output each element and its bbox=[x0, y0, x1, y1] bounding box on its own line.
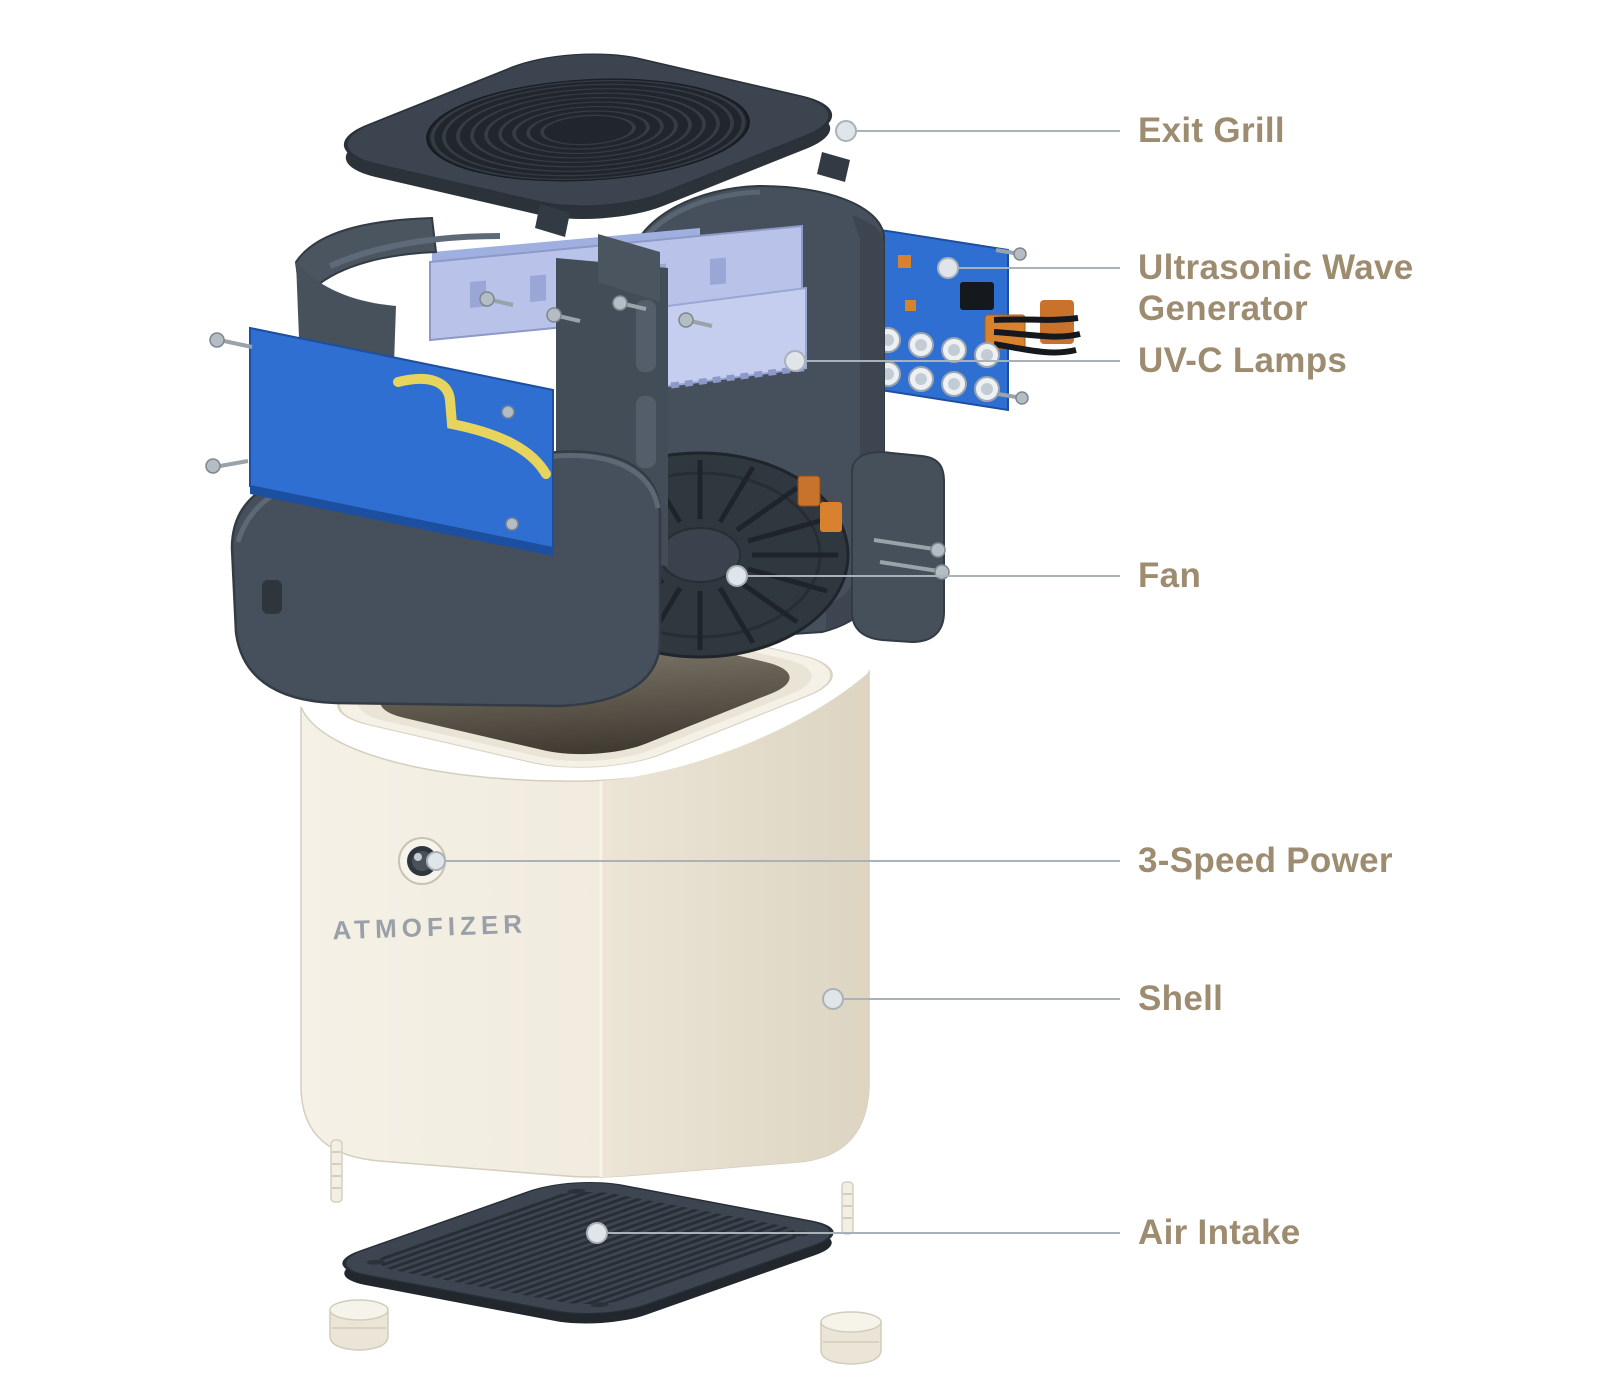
label-uvc-lamps: UV-C Lamps bbox=[1138, 341, 1348, 380]
marker-air-intake bbox=[586, 1222, 608, 1244]
marker-ultrasonic bbox=[937, 257, 959, 279]
grill-tab-2 bbox=[817, 152, 850, 182]
board-connector-black bbox=[960, 282, 994, 310]
hinge-clip-orange bbox=[797, 475, 821, 507]
label-3-speed-power: 3-Speed Power bbox=[1138, 841, 1393, 880]
grille-rings bbox=[430, 79, 746, 181]
housing-vent-slot bbox=[262, 580, 282, 614]
assembly-screws bbox=[205, 291, 713, 474]
exit-grill-part bbox=[343, 53, 850, 237]
label-ultrasonic-wave-generator: Ultrasonic Wave Generator bbox=[1138, 248, 1414, 328]
intake-fins bbox=[357, 1186, 819, 1310]
leveling-bolts bbox=[330, 1139, 854, 1235]
label-fan: Fan bbox=[1138, 556, 1202, 595]
marker-fan bbox=[726, 565, 748, 587]
air-intake-part bbox=[329, 1139, 882, 1365]
foot-right bbox=[820, 1311, 882, 1365]
marker-power bbox=[426, 851, 446, 871]
foot-left bbox=[329, 1299, 389, 1351]
label-exit-grill: Exit Grill bbox=[1138, 111, 1285, 150]
grill-tab bbox=[535, 204, 570, 237]
collar-part bbox=[294, 216, 660, 364]
hinge-clip-orange-2 bbox=[820, 502, 842, 532]
wires bbox=[993, 315, 1081, 356]
uvc-lamp-board-part bbox=[867, 226, 1081, 412]
label-air-intake: Air Intake bbox=[1138, 1213, 1301, 1252]
brand-logo: ATMOFIZER bbox=[332, 909, 528, 946]
leader-markers bbox=[426, 120, 959, 1244]
board-screws bbox=[995, 247, 1029, 405]
marker-shell bbox=[822, 988, 844, 1010]
front-pcb-part bbox=[249, 326, 554, 556]
marker-exit-grill bbox=[835, 120, 857, 142]
ribbon-cable-yellow bbox=[393, 373, 551, 479]
side-bracket-part bbox=[851, 450, 950, 644]
marker-uvc-lamps bbox=[784, 350, 806, 372]
leader-lines bbox=[436, 130, 1120, 1234]
label-shell: Shell bbox=[1138, 979, 1224, 1018]
